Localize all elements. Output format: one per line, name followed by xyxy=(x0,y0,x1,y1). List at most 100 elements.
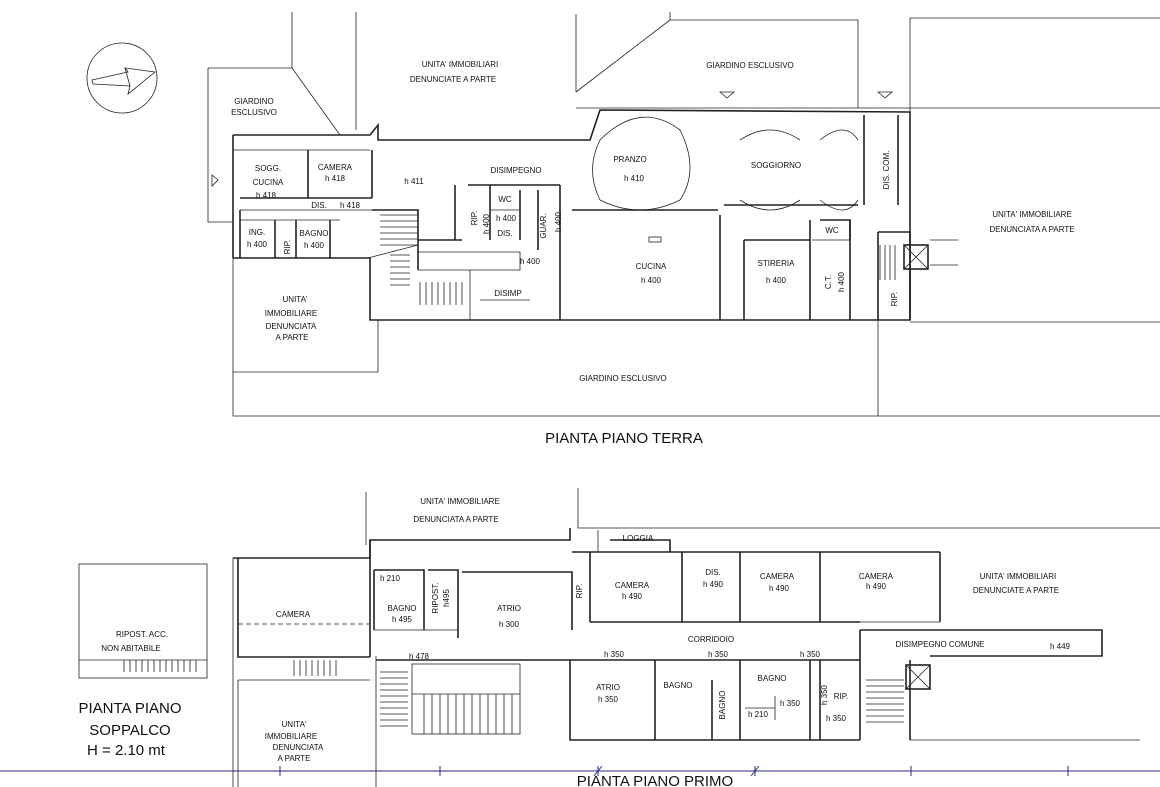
room-label: h 490 xyxy=(703,580,724,589)
room-label: UNITA' IMMOBILIARE xyxy=(992,210,1072,219)
room-label: UNITA' xyxy=(282,720,307,729)
room-label: DENUNCIATE A PARTE xyxy=(973,586,1059,595)
room-label: CAMERA xyxy=(760,572,795,581)
first-floor-walls xyxy=(78,488,1160,787)
room-label: RIP. xyxy=(283,240,292,255)
room-label: GIARDINO xyxy=(234,97,274,106)
first-floor-title: PIANTA PIANO PRIMO xyxy=(577,773,733,787)
ground-floor-title: PIANTA PIANO TERRA xyxy=(545,430,703,447)
room-label: DIS. xyxy=(705,568,721,577)
room-label: CAMERA xyxy=(859,572,894,581)
room-label: CAMERA xyxy=(615,581,650,590)
room-label: h 210 xyxy=(380,574,401,583)
room-label: GIARDINO ESCLUSIVO xyxy=(579,374,667,383)
room-label: WC xyxy=(825,226,839,235)
room-label: IMMOBILIARE xyxy=(265,309,317,318)
room-label: RIPOST. ACC. xyxy=(116,630,168,639)
room-label: h 400 xyxy=(766,276,787,285)
room-label: h 400 xyxy=(247,240,268,249)
room-label: CORRIDOIO xyxy=(688,635,734,644)
room-label: SOGG. xyxy=(255,164,281,173)
label-giardino-top: GIARDINO ESCLUSIVO xyxy=(706,61,794,70)
room-label: h 418 xyxy=(325,174,346,183)
room-label: UNITA' IMMOBILIARI xyxy=(980,572,1057,581)
ground-floor-labels: UNITA' IMMOBILIARI DENUNCIATE A PARTE GI… xyxy=(231,60,1075,383)
room-label: CUCINA xyxy=(636,262,667,271)
room-label: CAMERA xyxy=(276,610,311,619)
room-label: h 490 xyxy=(622,592,643,601)
room-label: BAGNO xyxy=(758,674,787,683)
room-label: PRANZO xyxy=(613,155,646,164)
room-label: h 350 xyxy=(708,650,729,659)
room-label: h 449 xyxy=(1050,642,1071,651)
room-label: DIS. xyxy=(497,229,513,238)
mezzanine-title-line3: H = 2.10 mt xyxy=(87,742,166,759)
room-label: h 400 xyxy=(482,213,491,234)
room-label: DISIMPEGNO xyxy=(490,166,541,175)
room-label: DENUNCIATE A PARTE xyxy=(410,75,496,84)
room-label: h 350 xyxy=(598,695,619,704)
dimension-line xyxy=(0,765,1160,777)
room-label: h 400 xyxy=(837,271,846,292)
room-label: DENUNCIATA A PARTE xyxy=(413,515,498,524)
room-label: DISIMP xyxy=(494,289,522,298)
room-label: DENUNCIATA xyxy=(273,743,324,752)
room-label: CUCINA xyxy=(253,178,284,187)
room-label: h 411 xyxy=(404,177,424,186)
mezzanine-title-line2: SOPPALCO xyxy=(89,722,170,739)
room-label: ATRIO xyxy=(596,683,620,692)
room-label: h 400 xyxy=(304,241,325,250)
room-label: UNITA' IMMOBILIARE xyxy=(420,497,500,506)
room-label: BAGNO xyxy=(718,691,727,720)
room-label: DIS. xyxy=(311,201,327,210)
room-label: DENUNCIATA xyxy=(266,322,317,331)
room-label: h 400 xyxy=(641,276,662,285)
room-label: h 410 xyxy=(624,174,645,183)
room-label: h 418 xyxy=(340,201,361,210)
room-label: h495 xyxy=(442,589,451,607)
room-label: h 400 xyxy=(554,211,563,232)
room-label: UNITA' xyxy=(283,295,308,304)
room-label: LOGGIA xyxy=(623,534,654,543)
room-label: BAGNO xyxy=(388,604,417,613)
room-label: WC xyxy=(498,195,512,204)
room-label: BAGNO xyxy=(300,229,329,238)
room-label: h 350 xyxy=(780,699,801,708)
room-label: NON ABITABILE xyxy=(101,644,160,653)
room-label: RIP. xyxy=(834,692,849,701)
room-label: h 478 xyxy=(409,652,430,661)
room-label: h 400 xyxy=(520,257,541,266)
room-label: A PARTE xyxy=(275,333,308,342)
room-label: BAGNO xyxy=(664,681,693,690)
mezzanine-title-line1: PIANTA PIANO xyxy=(78,700,181,717)
room-label: h 350 xyxy=(826,714,847,723)
room-label: DIS. COM. xyxy=(882,151,891,190)
room-label: RIP. xyxy=(890,292,899,307)
room-label: h 490 xyxy=(769,584,790,593)
room-label: h 350 xyxy=(800,650,821,659)
room-label: A PARTE xyxy=(277,754,310,763)
label-unita-top: UNITA' IMMOBILIARI xyxy=(422,60,499,69)
room-label: h 350 xyxy=(820,684,829,705)
room-label: DISIMPEGNO COMUNE xyxy=(896,640,985,649)
room-label: RIP. xyxy=(575,584,584,599)
room-label: CAMERA xyxy=(318,163,353,172)
room-label: h 490 xyxy=(866,582,887,591)
room-label: h 300 xyxy=(499,620,520,629)
room-label: h 400 xyxy=(496,214,517,223)
room-label: IMMOBILIARE xyxy=(265,732,317,741)
room-label: GUAR. xyxy=(539,213,548,238)
room-label: DENUNCIATA A PARTE xyxy=(989,225,1074,234)
room-label: h 210 xyxy=(748,710,769,719)
room-label: SOGGIORNO xyxy=(751,161,801,170)
room-label: ING. xyxy=(249,228,265,237)
room-label: h 495 xyxy=(392,615,413,624)
room-label: STIRERIA xyxy=(758,259,796,268)
first-floor-labels: UNITA' IMMOBILIARE DENUNCIATA A PARTE LO… xyxy=(101,497,1070,763)
room-label: ATRIO xyxy=(497,604,521,613)
room-label: h 350 xyxy=(604,650,625,659)
ground-floor-walls xyxy=(207,12,1160,417)
room-label: ESCLUSIVO xyxy=(231,108,277,117)
room-label: C.T. xyxy=(824,275,833,289)
